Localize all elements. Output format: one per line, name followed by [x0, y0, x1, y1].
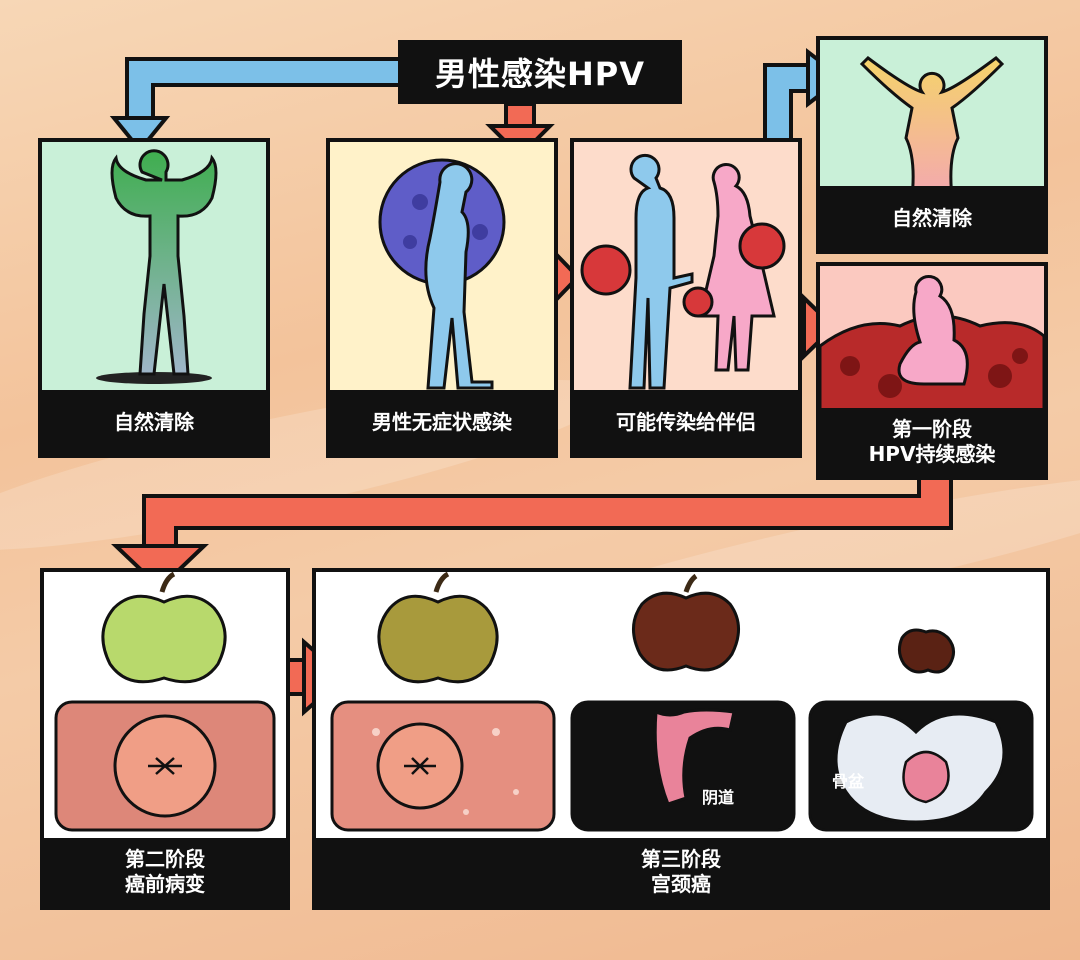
caption-line: HPV持续感染: [868, 442, 996, 466]
label-vagina: 阴道: [702, 788, 735, 807]
caption: 第三阶段 宫颈癌: [316, 838, 1046, 906]
green-apple-cervix-illustration: [54, 572, 276, 832]
caption: 自然清除: [820, 186, 1044, 250]
caption: 男性无症状感染: [330, 390, 554, 454]
panel-natural-clear-left: 自然清除: [38, 138, 270, 458]
caption-text: 自然清除: [892, 205, 972, 230]
caption-line: 宫颈癌: [651, 872, 711, 896]
diagram-title: 男性感染HPV: [398, 40, 682, 104]
panel-stage2-precancer: 第二阶段 癌前病变: [40, 568, 290, 910]
panel-stage1-persistent: 第一阶段 HPV持续感染: [816, 262, 1048, 480]
caption-text: 男性无症状感染: [372, 409, 512, 434]
woman-cheering-illustration: [859, 56, 1005, 190]
caption: 可能传染给伴侣: [574, 390, 798, 454]
panel-natural-clear-right: 自然清除: [816, 36, 1048, 254]
caption-line: 癌前病变: [125, 872, 205, 896]
couple-virus-illustration: [580, 153, 786, 390]
caption-text: 自然清除: [114, 409, 194, 434]
cancer-progression-illustration: [330, 572, 1034, 832]
panel-male-asymptomatic: 男性无症状感染: [326, 138, 558, 458]
caption-line: 第一阶段: [892, 417, 972, 441]
caption-line: 第二阶段: [125, 847, 205, 871]
caption: 自然清除: [42, 390, 266, 454]
strong-man-illustration: [96, 149, 218, 384]
caption: 第一阶段 HPV持续感染: [820, 408, 1044, 476]
sad-man-virus-illustration: [378, 158, 506, 390]
panel-transmit-partner: 可能传染给伴侣: [570, 138, 802, 458]
caption-text: 可能传染给伴侣: [616, 409, 756, 434]
caption: 第二阶段 癌前病变: [44, 838, 286, 906]
woman-sitting-cells-illustration: [820, 274, 1044, 416]
caption-line: 第三阶段: [641, 847, 721, 871]
panel-stage3-cancer: 阴道 骨盆 第三阶段 宫颈癌: [312, 568, 1050, 910]
label-pelvis: 骨盆: [832, 772, 865, 791]
